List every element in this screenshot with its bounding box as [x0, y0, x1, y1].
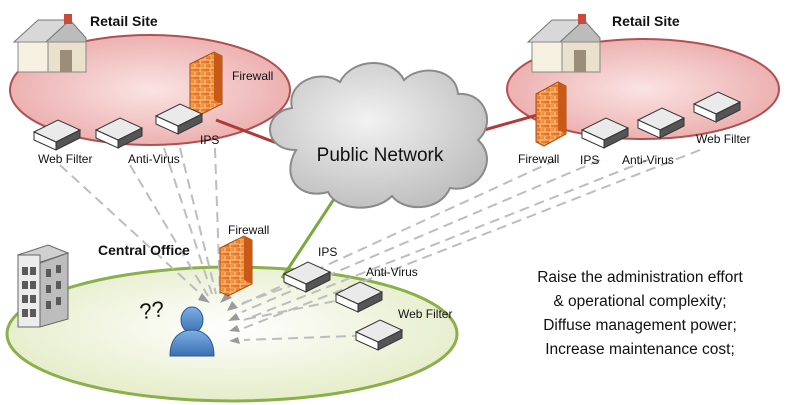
left-house-icon	[12, 14, 87, 73]
note-line-4: Increase maintenance cost;	[545, 341, 735, 358]
central-web-filter-device-icon	[354, 319, 404, 351]
note-line-1: Raise the administration effort	[537, 269, 743, 286]
central-ips-label: IPS	[318, 245, 337, 259]
left-retail-site-title: Retail Site	[90, 13, 158, 29]
user-icon	[169, 306, 215, 357]
note-line-3: Diffuse management power;	[543, 317, 737, 334]
left-firewall-icon	[189, 51, 223, 117]
right-retail-site-title: Retail Site	[612, 13, 680, 29]
user-question-marks: ??	[138, 296, 166, 324]
central-firewall-icon	[219, 235, 253, 297]
left-web-filter-label: Web Filter	[38, 152, 92, 166]
left-web-filter-device-icon	[32, 119, 82, 151]
right-ips-label: IPS	[580, 153, 599, 167]
central-ips-device-icon	[282, 261, 332, 293]
central-web-filter-label: Web Filter	[398, 307, 452, 321]
right-web-filter-label: Web Filter	[696, 132, 750, 146]
right-firewall-icon	[535, 81, 567, 147]
public-network-label: Public Network	[317, 145, 444, 166]
right-ips-device-icon	[580, 117, 630, 149]
central-anti-virus-device-icon	[334, 281, 384, 313]
left-ips-label: IPS	[200, 133, 219, 147]
left-ips-device-icon	[154, 103, 204, 135]
central-anti-virus-label: Anti-Virus	[366, 265, 418, 279]
right-web-filter-device-icon	[692, 91, 742, 123]
public-network-cloud: Public Network	[269, 62, 488, 209]
central-firewall-label: Firewall	[228, 223, 269, 237]
left-anti-virus-label: Anti-Virus	[128, 152, 180, 166]
arrowheads-at-user	[198, 292, 240, 344]
summary-note: Raise the administration effort & operat…	[537, 269, 743, 358]
left-anti-virus-device-icon	[94, 117, 144, 149]
management-dashed-lines	[59, 147, 701, 341]
right-firewall-label: Firewall	[518, 152, 559, 166]
central-office-building-icon	[16, 244, 70, 328]
left-firewall-label: Firewall	[232, 69, 273, 83]
central-office-link	[280, 195, 338, 279]
note-line-2: & operational complexity;	[553, 293, 726, 310]
right-anti-virus-device-icon	[636, 107, 686, 139]
right-house-icon	[526, 14, 601, 73]
right-anti-virus-label: Anti-Virus	[622, 153, 674, 167]
central-office-title: Central Office	[98, 242, 190, 258]
